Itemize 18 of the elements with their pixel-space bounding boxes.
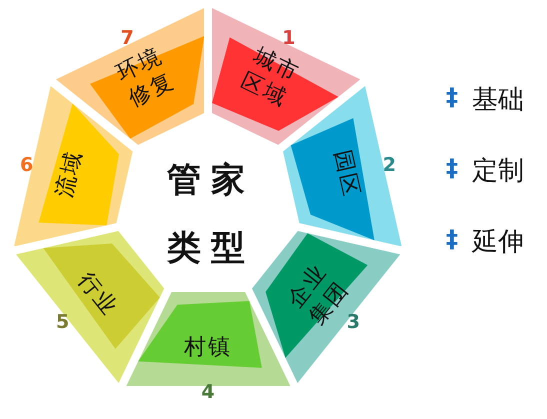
segment-number: 4 — [200, 380, 216, 403]
double-dagger-mark: ‡ — [446, 83, 458, 111]
category-label: 延伸 — [472, 226, 524, 259]
double-dagger-mark: ‡ — [446, 154, 458, 182]
ring-segment — [16, 230, 164, 383]
category-label: 定制 — [472, 155, 524, 188]
ring-segment — [56, 8, 204, 145]
center-heading: 管家类型 — [166, 159, 256, 270]
segment-label: 村镇 — [184, 334, 232, 362]
double-dagger-mark: ‡ — [446, 225, 458, 253]
segment-number: 6 — [19, 154, 34, 176]
segment-label: 流域 — [50, 148, 88, 201]
segment-number: 3 — [346, 310, 362, 333]
segment-number: 2 — [382, 154, 397, 176]
segment-label: 行业 — [72, 267, 123, 322]
segment-label: 园区 — [328, 148, 366, 201]
category-label: 基础 — [472, 84, 524, 117]
segment-number: 5 — [54, 310, 70, 333]
